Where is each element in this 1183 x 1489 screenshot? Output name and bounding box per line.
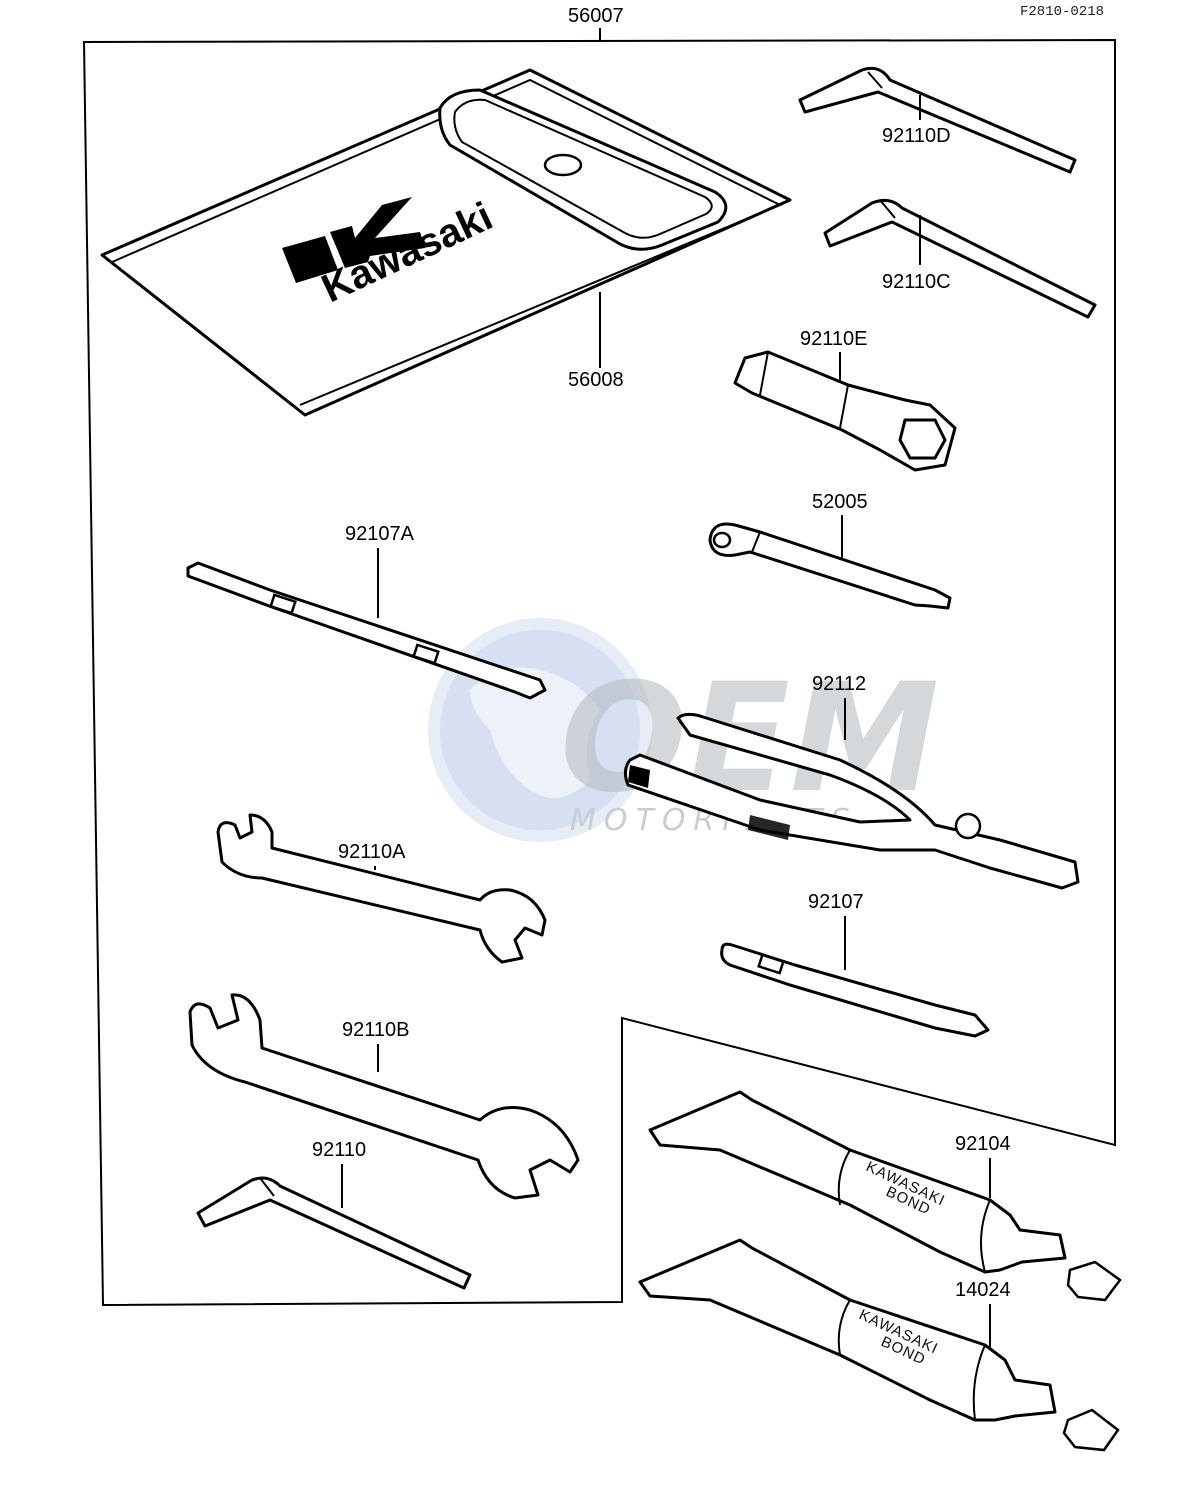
allen-key[interactable] (196, 1176, 472, 1290)
screwdriver-a[interactable] (186, 561, 547, 700)
label-screwdriver[interactable]: 92107 (808, 891, 864, 913)
bond-tube-upper-cap[interactable] (1066, 1260, 1122, 1302)
label-allen-key-c[interactable]: 92110C (882, 271, 951, 293)
allen-key-c[interactable] (823, 198, 1097, 319)
label-wrench-a[interactable]: 92110A (338, 841, 406, 863)
label-plug-wrench[interactable]: 92110E (800, 328, 867, 350)
group-label[interactable]: 56007 (568, 5, 624, 27)
label-allen-key-d[interactable]: 92110D (882, 125, 951, 147)
bond-tube-lower[interactable]: KAWASAKI BOND (638, 1238, 1120, 1452)
label-bond-upper[interactable]: 92104 (955, 1133, 1011, 1155)
screwdriver[interactable] (720, 942, 990, 1038)
kawasaki-logo (282, 197, 425, 283)
allen-key-d[interactable] (798, 66, 1077, 174)
label-pliers[interactable]: 92112 (812, 673, 866, 695)
tool-pouch[interactable]: Kawasaki (100, 68, 792, 417)
label-screwdriver-a[interactable]: 92107A (345, 523, 415, 545)
spoke-wrench[interactable] (708, 522, 952, 610)
reference-code: F2810-0218 (1020, 4, 1104, 20)
label-wrench-b[interactable]: 92110B (342, 1019, 409, 1041)
label-spoke-wrench[interactable]: 52005 (812, 491, 868, 513)
label-allen-key[interactable]: 92110 (312, 1139, 366, 1161)
wrench-b[interactable] (188, 993, 580, 1200)
wrench-a[interactable] (216, 813, 547, 964)
label-pouch[interactable]: 56008 (568, 369, 624, 391)
plug-wrench[interactable] (733, 350, 957, 472)
bond-tube-lower-cap[interactable] (1062, 1408, 1120, 1452)
kit-outline (82, 38, 1116, 1307)
watermark: OEM MOTORPARTS (428, 618, 939, 842)
bond-tube-upper[interactable]: KAWASAKI BOND (648, 1090, 1122, 1302)
label-bond-lower[interactable]: 14024 (955, 1279, 1011, 1301)
pliers[interactable] (623, 712, 1080, 890)
